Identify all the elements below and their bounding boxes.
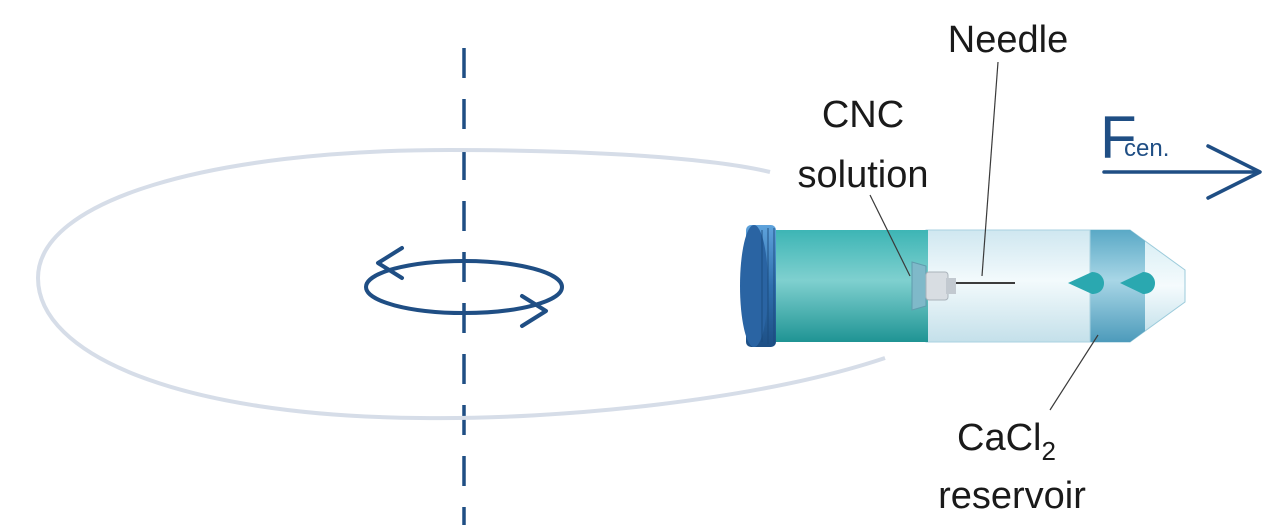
needle-icon bbox=[911, 261, 1015, 311]
cacl2-subscript: 2 bbox=[1041, 436, 1055, 466]
cap-grip-lines bbox=[761, 228, 775, 344]
cnc-label-line1: CNC bbox=[822, 94, 904, 136]
cnc-label-line2: solution bbox=[798, 154, 929, 196]
cacl2-leader-line bbox=[1049, 334, 1099, 411]
centrifugal-force: F cen. bbox=[1100, 104, 1262, 200]
tube-cap-face bbox=[740, 225, 768, 347]
cnc-leader-line bbox=[869, 194, 911, 277]
needle-leader-line bbox=[981, 61, 999, 277]
droplet-icon bbox=[1120, 272, 1155, 294]
cacl2-main-text: CaCl bbox=[957, 417, 1041, 459]
orbit-path bbox=[35, 147, 886, 421]
force-subscript: cen. bbox=[1124, 135, 1169, 162]
droplet-icon bbox=[1068, 272, 1104, 294]
reservoir-label: reservoir bbox=[938, 475, 1086, 517]
cacl2-label: CaCl2 bbox=[957, 417, 1056, 466]
needle-label: Needle bbox=[948, 19, 1068, 61]
force-arrow-icon bbox=[1102, 144, 1262, 200]
cnc-solution-zone bbox=[770, 230, 928, 342]
force-symbol: F bbox=[1100, 104, 1137, 171]
cacl2-reservoir-zone bbox=[1088, 230, 1145, 342]
centrifuge-tube bbox=[740, 225, 1186, 347]
rotation-arrow-icon bbox=[364, 246, 564, 328]
